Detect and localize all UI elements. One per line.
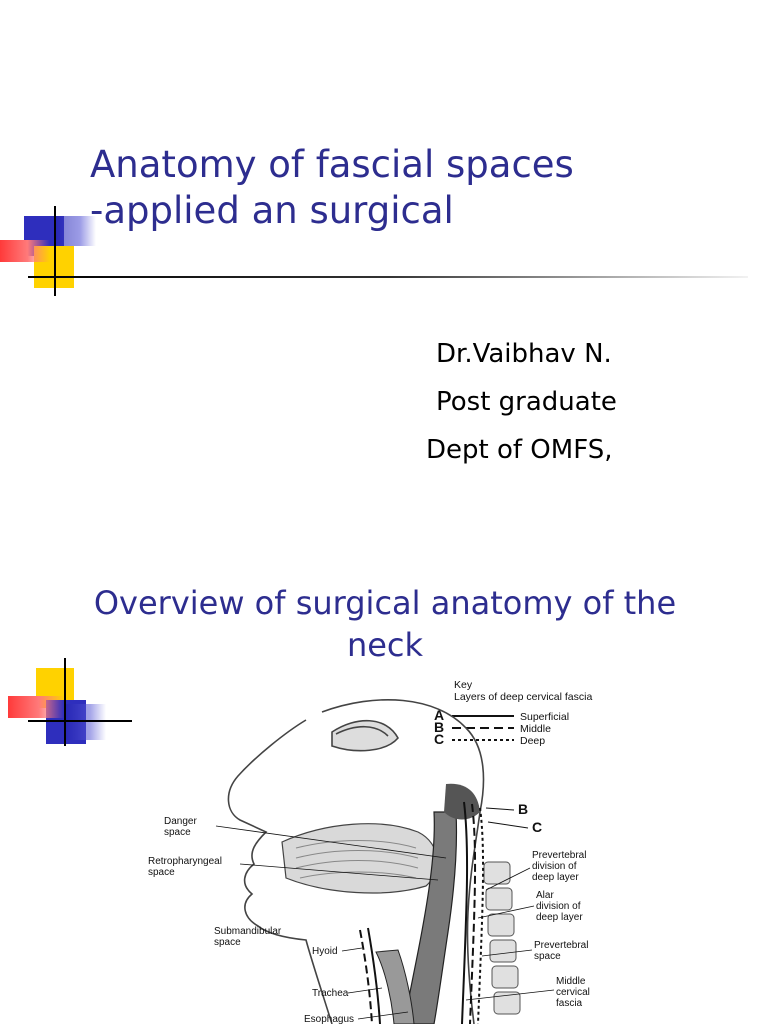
decorative-squares-icon [0,200,110,300]
author-department: Dept of OMFS, [426,435,613,465]
key-legend: A Superficial B Middle C Deep [434,707,569,747]
label-middle-cervical-fascia: Middle cervical fascia [556,976,593,1009]
label-hyoid: Hyoid [312,946,338,957]
neck-fascia-diagram: Key Layers of deep cervical fascia A Sup… [148,679,593,1024]
marker-b: B [518,801,528,817]
key-letter-b: B [434,719,444,735]
key-label-middle: Middle [520,723,551,735]
key-letter-c: C [434,731,444,747]
label-retropharyngeal-space: Retropharyngeal space [148,856,225,878]
slide-title-text: Anatomy of fascial spaces -applied an su… [90,142,574,234]
decorative-squares-icon [0,658,140,758]
fascia-layers [359,801,485,1024]
title-line-2: -applied an surgical [90,189,454,232]
slide-title: Anatomy of fascial spaces -applied an su… [0,142,748,474]
vertebral-column [483,861,521,1015]
label-prevertebral-space: Prevertebral space [534,940,591,962]
label-danger-space: Danger space [164,816,200,838]
key-label-deep: Deep [520,735,545,747]
oral-cavity [281,823,438,894]
label-alar-division: Alar division of deep layer [536,890,583,923]
author-block: Dr.Vaibhav N. Post graduate Dept of OMFS… [426,330,617,474]
right-labels: Prevertebral division of deep layer Alar… [465,850,593,1009]
marker-c: C [532,819,542,835]
heading-line-2: neck [346,626,424,664]
pharynx-column [375,783,480,1024]
label-prevertebral-division: Prevertebral division of deep layer [532,850,589,883]
heading-line-1: Overview of surgical anatomy of the [93,584,677,622]
slide-overview: Overview of surgical anatomy of the neck… [0,512,768,1024]
label-trachea: Trachea [312,988,349,999]
slide-heading: Overview of surgical anatomy of the neck [40,582,730,666]
head-outline [227,699,485,1024]
title-line-1: Anatomy of fascial spaces [90,143,574,186]
author-position: Post graduate [436,387,617,417]
title-underline [28,276,748,278]
key-label-superficial: Superficial [520,711,569,723]
author-name: Dr.Vaibhav N. [436,339,612,369]
key-subtitle: Layers of deep cervical fascia [454,691,592,703]
left-labels: Danger space Retropharyngeal space Subma… [148,816,447,1024]
label-esophagus: Esophagus [304,1014,354,1024]
key-title: Key [454,679,473,691]
label-submandibular-space: Submandibular space [214,926,284,948]
key-letter-a: A [434,707,444,723]
